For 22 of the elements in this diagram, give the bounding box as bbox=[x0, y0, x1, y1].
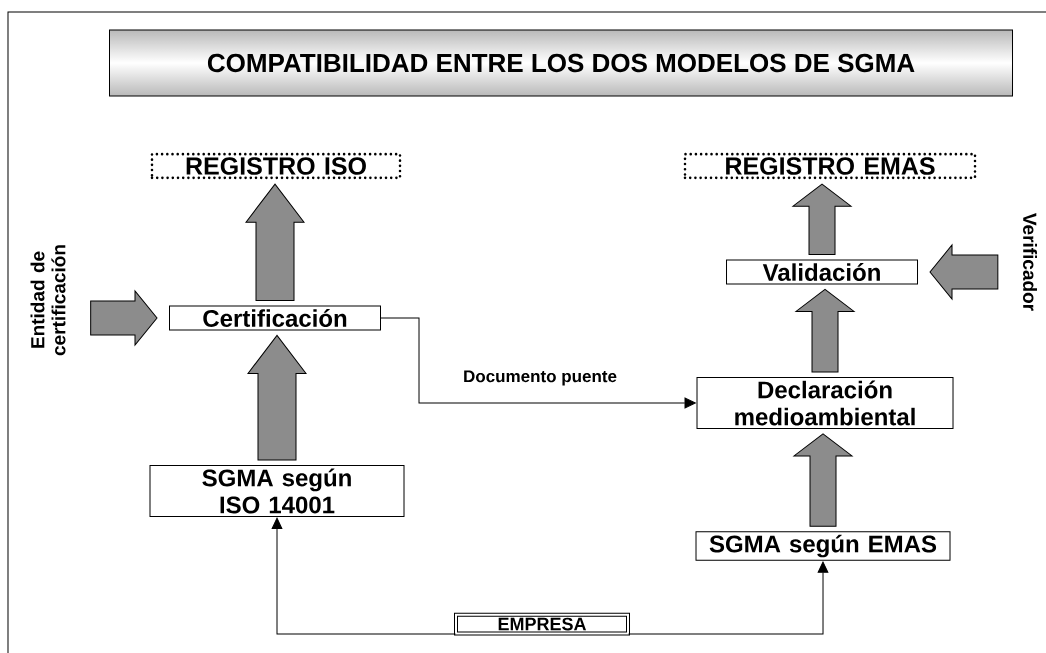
side-label: Verificador bbox=[1023, 213, 1037, 311]
block-arrow bbox=[792, 183, 852, 256]
process-box: SGMA según ISO 14001 bbox=[149, 465, 405, 517]
process-box: Declaración medioambiental bbox=[696, 377, 954, 429]
process-box: Certificación bbox=[169, 305, 381, 331]
title-box: COMPATIBILIDAD ENTRE LOS DOS MODELOS DE SGMA bbox=[109, 29, 1013, 97]
block-arrow bbox=[90, 290, 158, 346]
block-arrow bbox=[929, 244, 999, 300]
arrow bbox=[380, 317, 696, 409]
registry-box: REGISTRO ISO bbox=[150, 152, 402, 180]
registry-box: REGISTRO EMAS bbox=[683, 152, 977, 180]
block-arrow bbox=[793, 433, 853, 527]
block-arrow bbox=[247, 334, 307, 461]
arrow bbox=[271, 517, 456, 635]
block-arrow bbox=[795, 288, 855, 373]
arrow bbox=[628, 561, 829, 635]
process-box: Validación bbox=[726, 259, 918, 285]
block-arrow bbox=[245, 183, 305, 302]
side-label: Entidad de certificación bbox=[30, 245, 66, 356]
company-box: EMPRESA bbox=[454, 612, 630, 636]
process-box: SGMA según EMAS bbox=[695, 531, 951, 561]
edge-label: Documento puente bbox=[462, 369, 618, 387]
